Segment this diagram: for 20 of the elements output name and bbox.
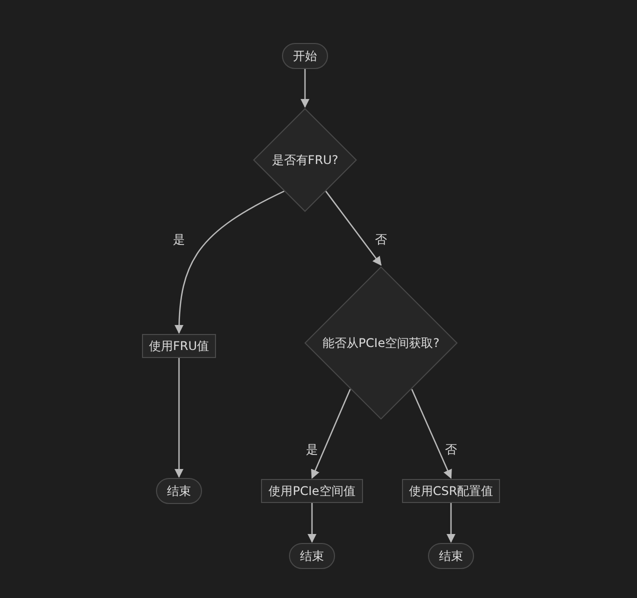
terminal-pill: 结束 bbox=[289, 543, 335, 569]
terminal-pill: 结束 bbox=[156, 478, 202, 504]
decision-diamond: 是否有FRU? bbox=[253, 108, 357, 212]
process-box: 使用PCIe空间值 bbox=[261, 479, 363, 503]
arrow bbox=[325, 190, 382, 266]
process-box: 使用CSR配置值 bbox=[402, 479, 500, 503]
edge-label: 是 bbox=[171, 232, 187, 248]
arrow bbox=[174, 358, 184, 478]
edge-label: 否 bbox=[443, 442, 459, 458]
terminal-pill: 开始 bbox=[282, 43, 328, 69]
decision-diamond: 能否从PCIe空间获取? bbox=[304, 266, 458, 420]
edge-label: 是 bbox=[304, 442, 320, 458]
process-box: 使用FRU值 bbox=[142, 334, 216, 358]
arrow bbox=[307, 503, 317, 543]
arrow bbox=[411, 388, 452, 479]
terminal-pill: 结束 bbox=[428, 543, 474, 569]
arrow bbox=[446, 503, 456, 543]
arrow bbox=[311, 388, 351, 479]
arrow bbox=[300, 69, 310, 108]
arrow bbox=[174, 190, 284, 334]
